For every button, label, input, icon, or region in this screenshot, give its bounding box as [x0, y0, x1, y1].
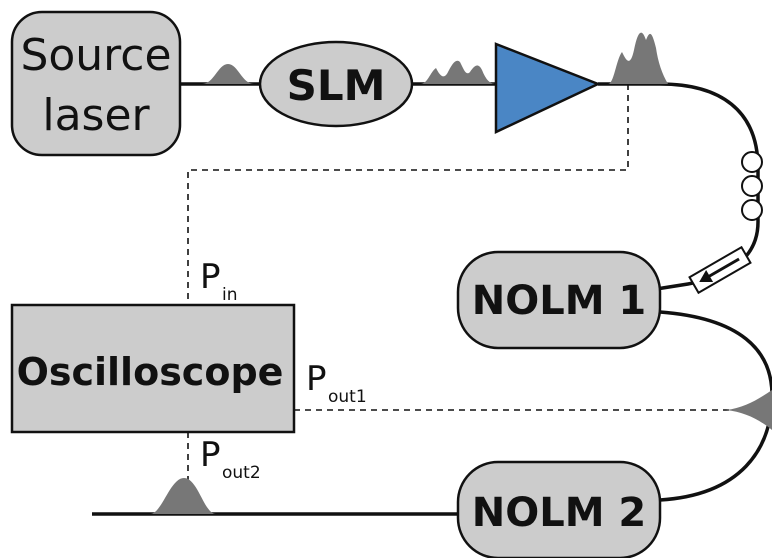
nolm1-block: NOLM 1 [456, 250, 662, 350]
port-pin-label: P in [200, 257, 238, 305]
nolm1-label: NOLM 1 [472, 278, 647, 324]
port-pout1-main: P [306, 359, 327, 399]
oscilloscope-block: Oscilloscope [10, 303, 296, 434]
slm-block: SLM [258, 40, 414, 128]
port-pin-sub: in [222, 285, 238, 305]
source-laser-block: Source laser [10, 10, 182, 157]
source-laser-label-line1: Source [20, 30, 171, 81]
pulse-after-laser [202, 64, 254, 84]
port-pin-main: P [200, 257, 221, 297]
source-laser-label-line2: laser [42, 90, 150, 141]
nolm2-label: NOLM 2 [472, 490, 647, 536]
pulse-at-pout2 [150, 478, 216, 514]
pulse-after-amplifier [608, 32, 668, 84]
fiber-nolm1-nolm2 [659, 310, 772, 502]
pulse-after-slm [420, 60, 496, 84]
amplifier-triangle-icon [494, 42, 602, 134]
port-pout2-sub: out2 [222, 463, 261, 483]
isolator-arrow-icon [688, 245, 752, 295]
nolm2-block: NOLM 2 [456, 460, 662, 558]
port-pout2-label: P out2 [200, 435, 261, 483]
port-pout2-main: P [200, 435, 221, 475]
port-pout1-sub: out1 [328, 387, 367, 407]
port-pout1-label: P out1 [306, 359, 367, 407]
oscilloscope-label: Oscilloscope [17, 350, 284, 394]
slm-label: SLM [287, 61, 386, 110]
polarization-controller-icon [741, 151, 763, 221]
pulse-at-pout1 [726, 390, 772, 430]
